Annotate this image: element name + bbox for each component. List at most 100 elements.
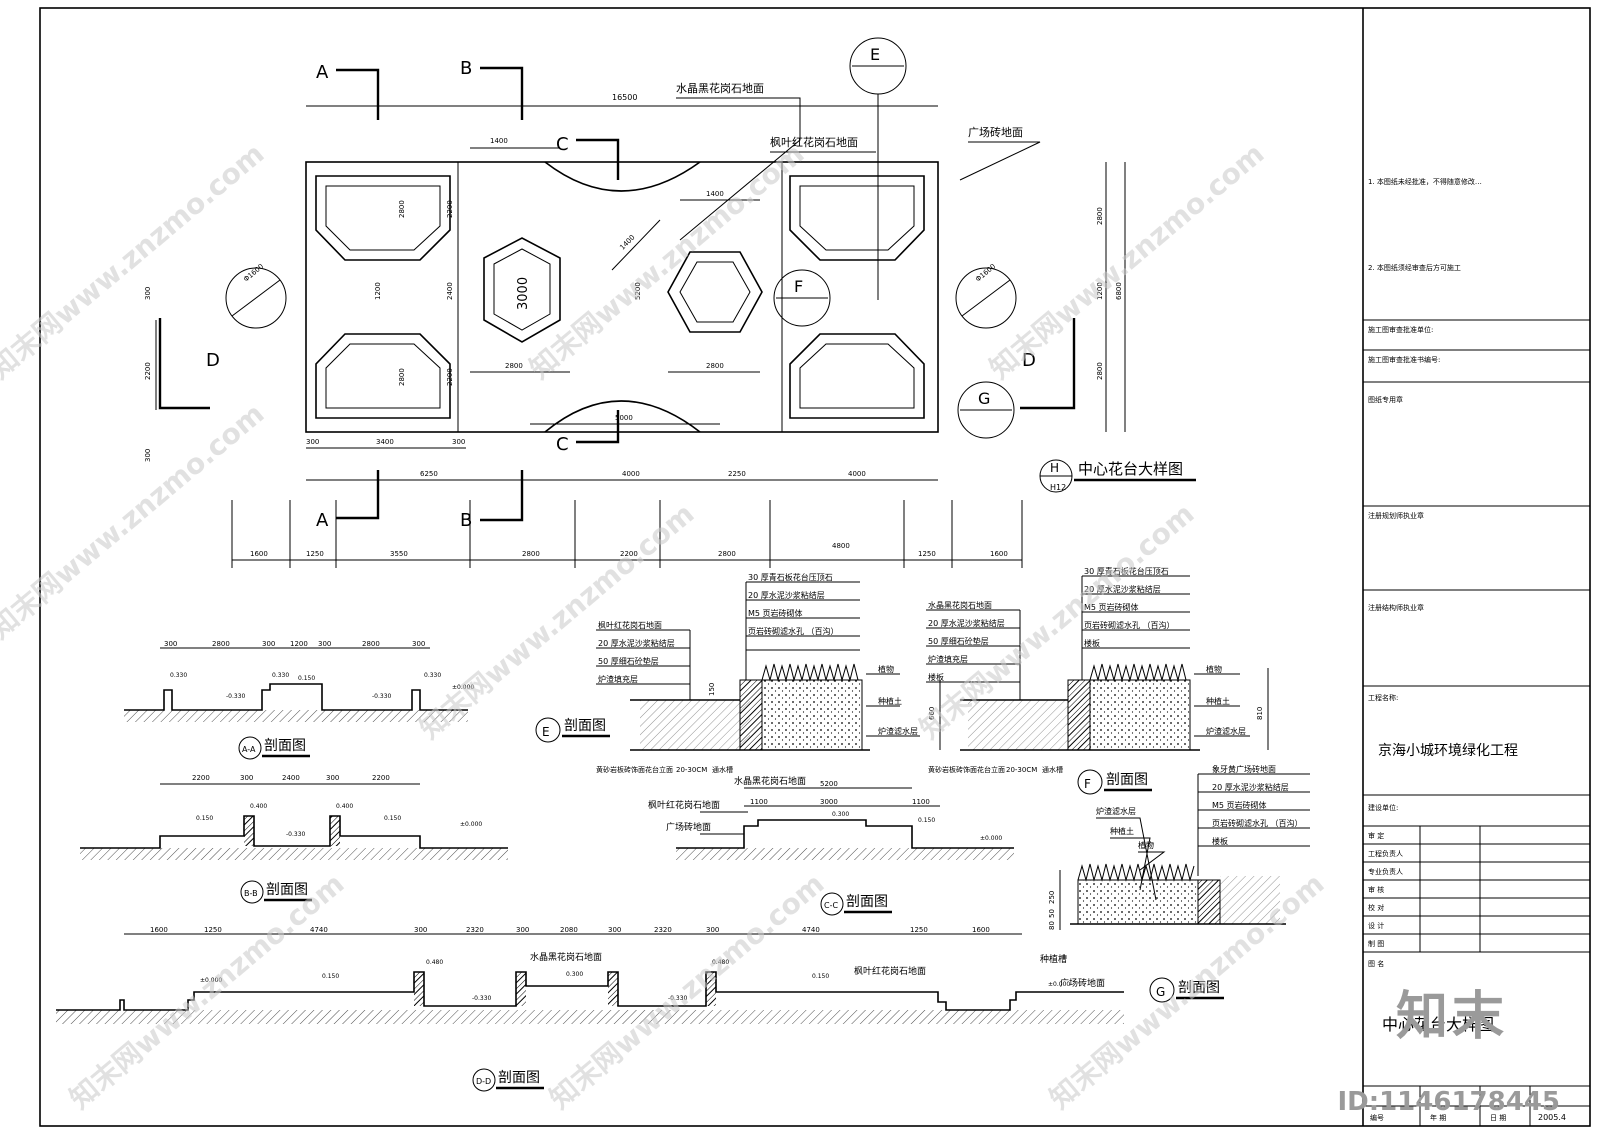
cc-title: 剖面图 — [846, 894, 888, 910]
svg-text:300: 300 — [262, 640, 275, 648]
svg-text:1200: 1200 — [374, 282, 382, 300]
svg-text:5200: 5200 — [820, 780, 838, 788]
svg-text:20 厚水泥沙浆粘结层: 20 厚水泥沙浆粘结层 — [1084, 584, 1161, 594]
svg-text:2800: 2800 — [398, 200, 406, 218]
svg-text:20 厚水泥沙浆粘结层: 20 厚水泥沙浆粘结层 — [748, 590, 825, 600]
svg-text:±0.000: ±0.000 — [200, 977, 222, 984]
svg-text:水晶黑花岗石地面: 水晶黑花岗石地面 — [530, 951, 602, 963]
svg-text:炉渣填充层: 炉渣填充层 — [928, 654, 968, 664]
svg-text:50 厚细石砼垫层: 50 厚细石砼垫层 — [598, 656, 659, 666]
svg-text:Φ1600: Φ1600 — [974, 262, 997, 283]
note-2: 2. 本图纸须经审查后方可施工 — [1368, 263, 1461, 272]
svg-text:B: B — [460, 510, 472, 531]
svg-text:250: 250 — [1048, 891, 1056, 904]
svg-text:0.400: 0.400 — [250, 803, 267, 810]
brand-watermark: 知末 — [1395, 987, 1508, 1047]
svg-text:-0.330: -0.330 — [286, 831, 306, 838]
svg-text:D: D — [1022, 350, 1036, 371]
svg-text:0.330: 0.330 — [272, 672, 289, 679]
svg-text:2800: 2800 — [212, 640, 230, 648]
planter-outline — [305, 161, 939, 433]
svg-text:楼板: 楼板 — [1084, 638, 1100, 648]
svg-text:C: C — [556, 134, 569, 155]
svg-text:广场砖地面: 广场砖地面 — [666, 821, 711, 833]
section-f: 30 厚青石板花台压顶石 20 厚水泥沙浆粘结层 M5 页岩砖砌体 页岩砖砌滤水… — [926, 566, 1269, 795]
svg-text:D-D: D-D — [476, 1077, 491, 1086]
svg-text:制 图: 制 图 — [1368, 939, 1384, 948]
svg-text:±0.000: ±0.000 — [980, 835, 1002, 842]
svg-text:M5 页岩砖砌体: M5 页岩砖砌体 — [1084, 602, 1139, 612]
title-block: 1. 本图纸未经批准，不得随意修改… 2. 本图纸须经审查后方可施工 施工图审查… — [1363, 177, 1590, 1126]
svg-text:知末网www.znzmo.com: 知末网www.znzmo.com — [63, 867, 350, 1115]
svg-text:B: B — [460, 58, 472, 79]
svg-text:1250: 1250 — [204, 926, 222, 934]
svg-text:3550: 3550 — [390, 550, 408, 558]
planter-cell — [315, 175, 451, 261]
tb-row1: 施工图审查批准单位: — [1368, 325, 1433, 334]
svg-text:2400: 2400 — [282, 774, 300, 782]
tb-row3: 图纸专用章 — [1368, 395, 1403, 404]
svg-text:知末网www.znzmo.com: 知末网www.znzmo.com — [983, 137, 1270, 385]
svg-text:A: A — [316, 62, 329, 83]
svg-text:80: 80 — [1048, 921, 1056, 930]
svg-text:0.300: 0.300 — [832, 811, 849, 818]
svg-text:2080: 2080 — [560, 926, 578, 934]
svg-text:C-C: C-C — [824, 901, 838, 910]
svg-text:50 厚细石砼垫层: 50 厚细石砼垫层 — [928, 636, 989, 646]
svg-text:B-B: B-B — [244, 889, 258, 898]
svg-text:炉渣滤水层: 炉渣滤水层 — [878, 726, 918, 736]
svg-text:5200: 5200 — [634, 282, 642, 300]
svg-text:2800: 2800 — [718, 550, 736, 558]
svg-text:页岩砖砌滤水孔 （百沟）: 页岩砖砌滤水孔 （百沟） — [1212, 818, 1303, 828]
svg-text:广场砖地面: 广场砖地面 — [1060, 977, 1105, 989]
svg-text:通水槽: 通水槽 — [712, 765, 733, 774]
svg-text:页岩砖砌滤水孔 （百沟）: 页岩砖砌滤水孔 （百沟） — [748, 626, 839, 636]
svg-text:炉渣填充层: 炉渣填充层 — [598, 674, 638, 684]
svg-text:枫叶红花岗石地面: 枫叶红花岗石地面 — [598, 620, 662, 630]
svg-text:0.330: 0.330 — [424, 672, 441, 679]
svg-text:300: 300 — [412, 640, 425, 648]
svg-text:知末网www.znzmo.com: 知末网www.znzmo.com — [543, 867, 830, 1115]
bb-title: 剖面图 — [266, 882, 308, 898]
plan-view: 3000 16500 1400 1400 1400 2800 2800 5000… — [144, 37, 1196, 568]
signoff-table: 审 定 工程负责人 专业负责人 审 核 校 对 设 计 制 图 — [1363, 826, 1590, 953]
svg-text:300: 300 — [318, 640, 331, 648]
callout-f — [773, 269, 831, 327]
svg-text:0.480: 0.480 — [426, 959, 443, 966]
svg-text:校 对: 校 对 — [1368, 903, 1384, 912]
svg-text:20 厚水泥沙浆粘结层: 20 厚水泥沙浆粘结层 — [1212, 782, 1289, 792]
svg-text:通水槽: 通水槽 — [1042, 765, 1063, 774]
svg-text:1200: 1200 — [290, 640, 308, 648]
svg-text:黄砂岩板砖饰面花台立面: 黄砂岩板砖饰面花台立面 — [928, 765, 1005, 774]
svg-text:2320: 2320 — [466, 926, 484, 934]
svg-text:种植土: 种植土 — [878, 696, 902, 706]
svg-text:1600: 1600 — [250, 550, 268, 558]
f-title: 剖面图 — [1106, 772, 1148, 788]
tb-project-label: 工程名称: — [1368, 693, 1398, 702]
svg-text:E: E — [542, 725, 550, 739]
tb-build-unit: 建设单位: — [1368, 803, 1398, 812]
svg-text:炉渣滤水层: 炉渣滤水层 — [1206, 726, 1246, 736]
tb-drawing-name: 中心花台大样图 — [1382, 1015, 1494, 1034]
svg-text:20 厚水泥沙浆粘结层: 20 厚水泥沙浆粘结层 — [928, 618, 1005, 628]
plan-caption: 中心花台大样图 — [1078, 460, 1183, 478]
svg-text:3400: 3400 — [376, 438, 394, 446]
svg-text:810: 810 — [1256, 707, 1264, 720]
svg-text:1400: 1400 — [706, 190, 724, 198]
svg-text:审 定: 审 定 — [1368, 831, 1384, 840]
svg-text:2800: 2800 — [398, 368, 406, 386]
svg-text:±0.000: ±0.000 — [452, 684, 474, 691]
svg-text:2200: 2200 — [620, 550, 638, 558]
svg-text:1400: 1400 — [618, 233, 636, 251]
svg-text:2200: 2200 — [446, 200, 454, 218]
svg-text:1600: 1600 — [990, 550, 1008, 558]
svg-text:0.150: 0.150 — [812, 973, 829, 980]
svg-text:2200: 2200 — [192, 774, 210, 782]
tb-project-name: 京海小城环境绿化工程 — [1378, 743, 1518, 759]
svg-text:种植槽: 种植槽 — [1040, 953, 1067, 965]
svg-text:年 期: 年 期 — [1430, 1113, 1446, 1122]
svg-text:楼板: 楼板 — [1212, 836, 1228, 846]
note-1: 1. 本图纸未经批准，不得随意修改… — [1368, 177, 1482, 186]
